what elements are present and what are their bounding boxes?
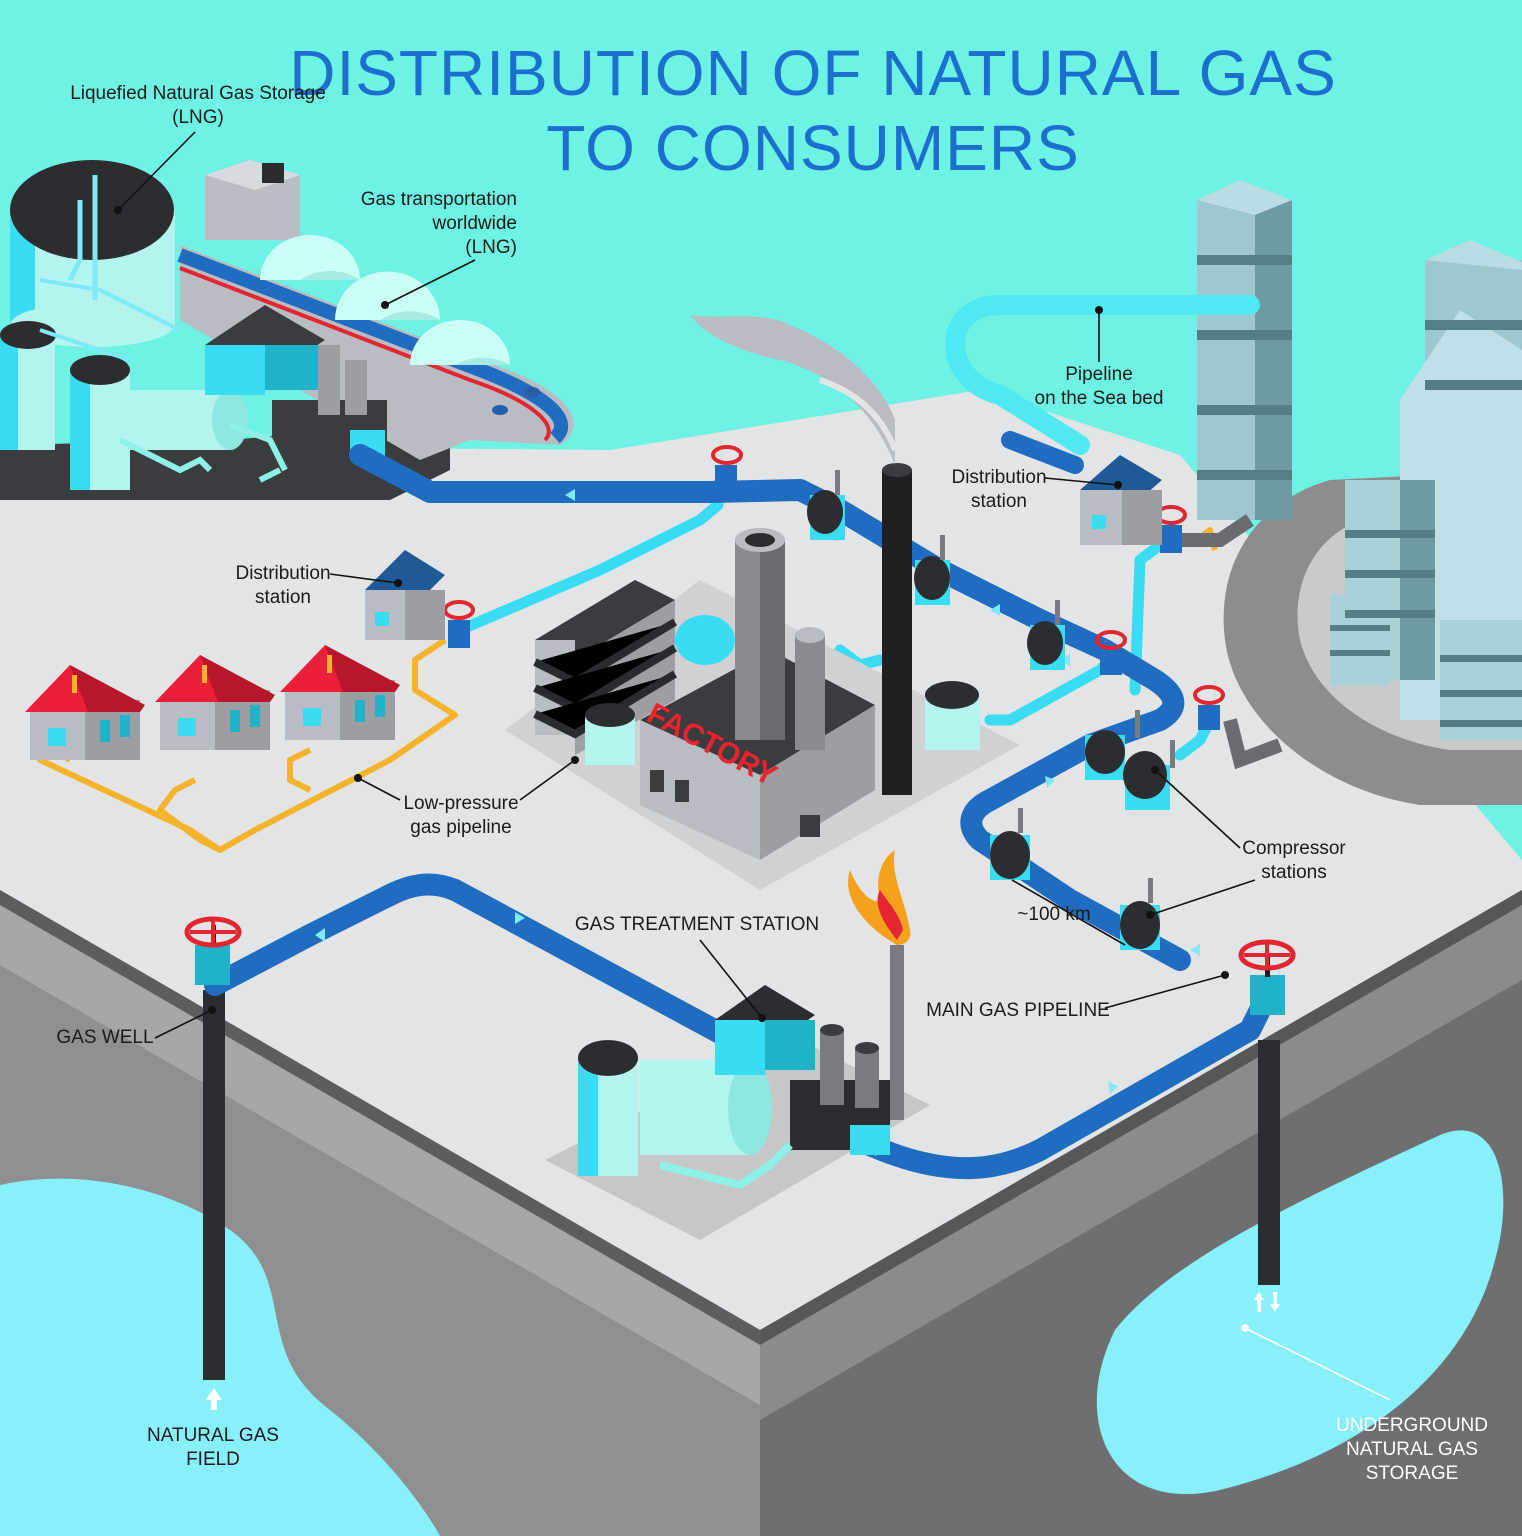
tower-5 — [1330, 595, 1390, 685]
main-gas-pipeline — [204, 444, 1281, 1180]
main-pipeline-text: MAIN GAS PIPELINE — [926, 1000, 1110, 1021]
label-sea-pipeline: Pipeline on the Sea bed — [1035, 306, 1164, 409]
valve-storage — [1238, 939, 1296, 1015]
field-line-1: NATURAL GAS — [147, 1425, 279, 1446]
factory-cylinder — [675, 615, 735, 665]
flare-stack — [890, 945, 904, 1120]
sea-pipeline-line-1: Pipeline — [1065, 364, 1133, 385]
storage-well-shaft — [1258, 1040, 1280, 1285]
house-1 — [25, 665, 145, 760]
stack-small — [795, 635, 825, 750]
valve-gas-well — [184, 916, 242, 985]
label-underground: UNDERGROUND NATURAL GAS STORAGE — [1241, 1324, 1488, 1484]
dist-left-line-2: station — [255, 587, 311, 608]
label-dist-station-right: Distribution station — [951, 467, 1122, 512]
city — [1197, 180, 1522, 805]
dist-right-line-2: station — [971, 491, 1027, 512]
label-field: NATURAL GAS FIELD — [147, 1425, 279, 1470]
dist-left-line-1: Distribution — [235, 563, 330, 584]
compressor-line-2: stations — [1261, 862, 1326, 883]
lng-dome-2 — [335, 271, 441, 320]
houses — [25, 645, 400, 760]
distribution-station-left — [365, 550, 445, 640]
compressor-1 — [807, 470, 845, 540]
gas-well-text: GAS WELL — [56, 1027, 153, 1048]
valve-small-5 — [1193, 685, 1225, 730]
valves — [184, 445, 1296, 1015]
transport-line-3: (LNG) — [465, 237, 517, 258]
label-distance: ~100 km — [1011, 879, 1126, 946]
valve-small-1 — [711, 445, 743, 490]
lng-storage-line-2: (LNG) — [172, 107, 224, 128]
underground-storage — [1096, 1130, 1504, 1495]
house-2 — [155, 655, 275, 750]
lng-terminal — [0, 160, 574, 500]
transport-line-2: worldwide — [432, 213, 517, 234]
dist-right-line-1: Distribution — [951, 467, 1046, 488]
compressor-6 — [990, 808, 1030, 880]
label-gas-well: GAS WELL — [56, 1006, 216, 1048]
compressor-5 — [1123, 740, 1175, 810]
label-transport: Gas transportation worldwide (LNG) — [361, 189, 517, 309]
label-compressor: Compressor stations — [1146, 766, 1346, 919]
label-main-pipeline: MAIN GAS PIPELINE — [926, 971, 1229, 1021]
compressor-2 — [914, 535, 950, 605]
gas-well-shaft — [203, 990, 225, 1380]
underground-line-2: NATURAL GAS — [1346, 1439, 1478, 1460]
lng-dome-1 — [260, 235, 360, 280]
compressor-3 — [1027, 600, 1065, 670]
transport-line-1: Gas transportation — [361, 189, 517, 210]
distribution-station-right — [1080, 455, 1162, 545]
underground-line-3: STORAGE — [1366, 1463, 1459, 1484]
chimney — [882, 470, 912, 795]
field-line-2: FIELD — [186, 1449, 240, 1470]
lng-storage-line-1: Liquefied Natural Gas Storage — [70, 83, 326, 104]
title-line-2: TO CONSUMERS — [546, 112, 1080, 184]
treatment-text: GAS TREATMENT STATION — [575, 914, 819, 935]
lng-dome-3 — [410, 320, 510, 365]
low-pressure-line-1: Low-pressure — [403, 793, 518, 814]
title-line-1: DISTRIBUTION OF NATURAL GAS — [289, 37, 1337, 109]
low-pressure-line-2: gas pipeline — [410, 817, 511, 838]
valve-small-3 — [1095, 630, 1127, 675]
sea-pipeline-line-2: on the Sea bed — [1035, 388, 1164, 409]
compressor-line-1: Compressor — [1242, 838, 1346, 859]
compressor-4 — [1085, 710, 1140, 780]
smoke — [690, 315, 895, 465]
label-low-pressure: Low-pressure gas pipeline — [354, 756, 579, 838]
distance-text: ~100 km — [1017, 904, 1090, 925]
underground-line-1: UNDERGROUND — [1336, 1415, 1488, 1436]
sea-bed-pipeline — [945, 295, 1260, 455]
label-treatment: GAS TREATMENT STATION — [575, 914, 819, 1022]
factory: FACTORY — [505, 315, 1020, 890]
label-lng-storage: Liquefied Natural Gas Storage (LNG) — [70, 83, 326, 214]
label-dist-station-left: Distribution station — [235, 563, 402, 608]
house-3 — [280, 645, 400, 740]
